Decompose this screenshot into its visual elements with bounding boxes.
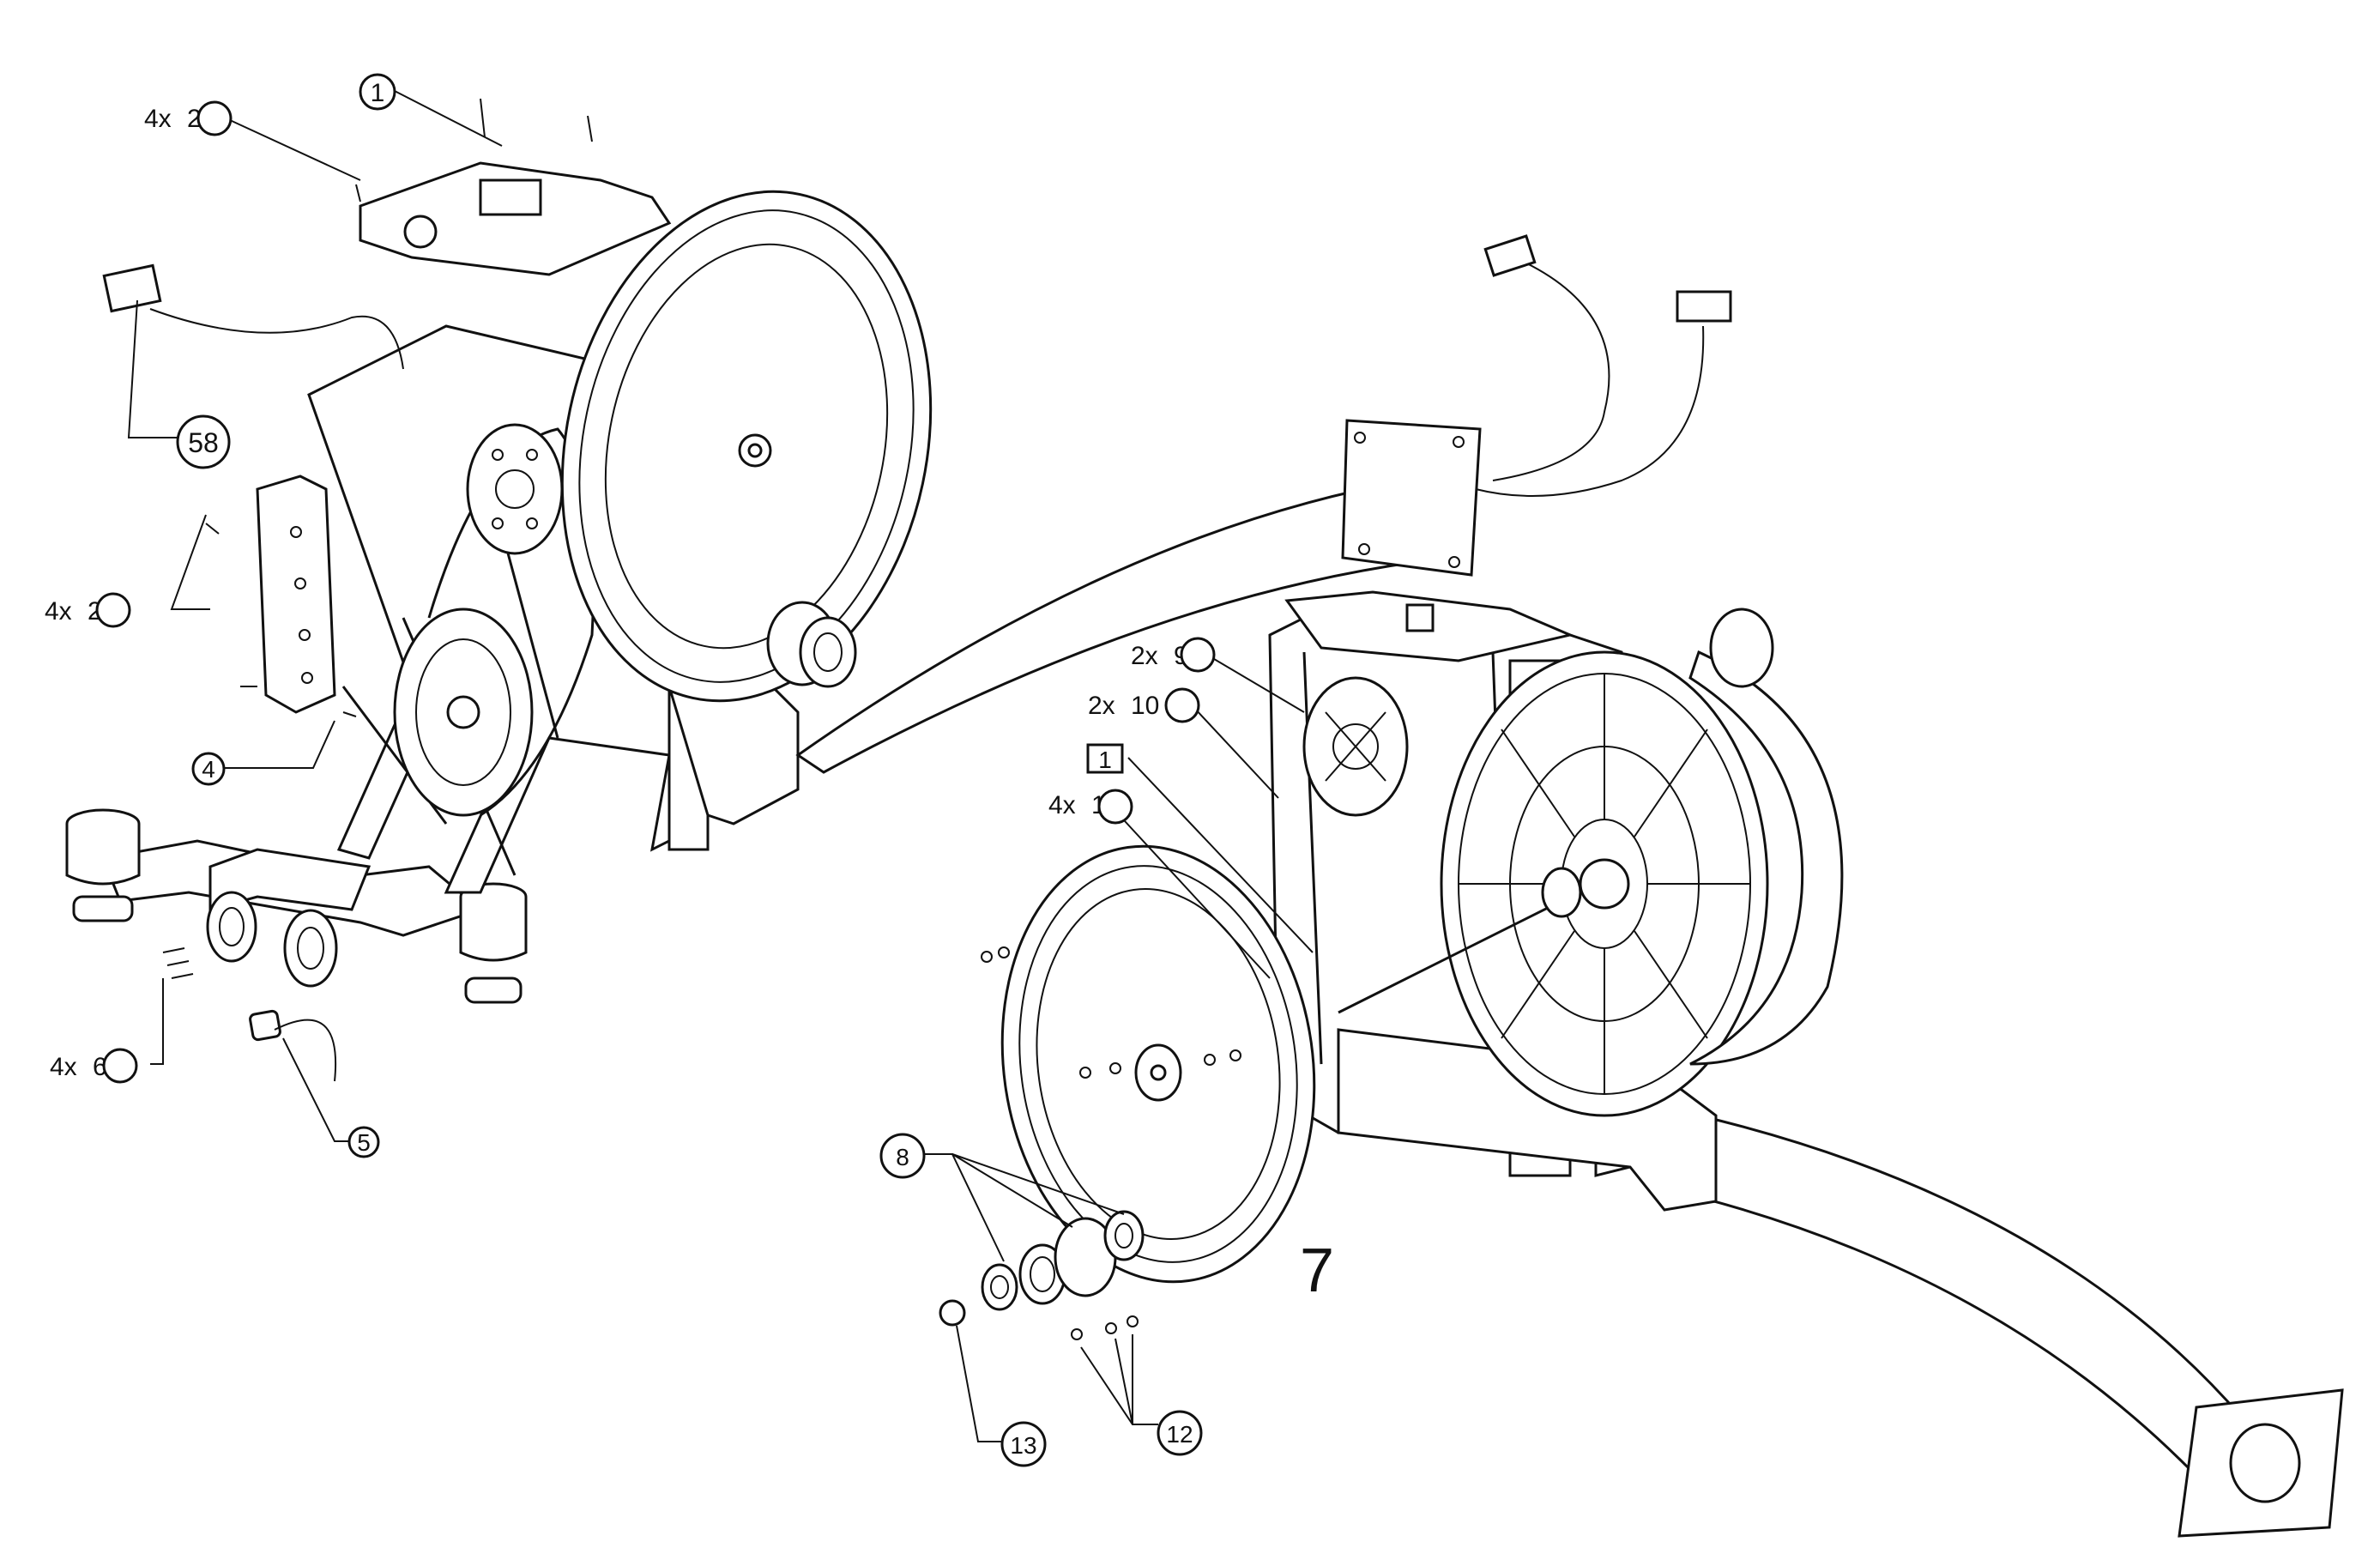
right-cable-b [1475, 325, 1705, 497]
left-cable-a [149, 308, 404, 370]
callout-12-label: 12 [1166, 1421, 1193, 1448]
right-hub-assembly [1302, 676, 1409, 817]
left-foot-rear [459, 882, 528, 1004]
retaining-ring-13 [939, 1299, 966, 1327]
callout-13: 13 [1000, 1421, 1047, 1467]
right-assembly [939, 590, 1844, 1340]
callout-9: 2x 9 [1131, 637, 1216, 673]
callout-10-label: 10 [1131, 692, 1159, 720]
callout-4-label: 4 [202, 756, 215, 783]
left-screws [162, 98, 593, 979]
lower-rail-tube [1680, 1114, 2250, 1469]
callouts: 1 4x 2 58 4x 2 4 4x 6 [45, 73, 1334, 1467]
callout-1-boxed: 1 [1086, 743, 1124, 774]
right-outer-cover [1688, 650, 1844, 1066]
left-foot-front [65, 808, 141, 922]
callout-6-qty: 4x [50, 1053, 77, 1081]
leader-lines [127, 89, 1314, 1442]
left-transport-wheel-a [206, 891, 257, 963]
callout-2-top-label: 2 [187, 105, 202, 133]
callout-8: 8 [879, 1133, 926, 1179]
callout-6-label: 6 [93, 1053, 107, 1081]
right-label-tag-b [1676, 290, 1732, 323]
callout-2-mid: 4x 2 [45, 592, 131, 628]
callout-9-qty: 2x [1131, 642, 1158, 670]
callout-10: 2x 10 [1088, 687, 1200, 723]
right-front-disc [1000, 844, 1316, 1284]
screws-12 [1071, 1315, 1139, 1340]
callout-11: 4x 11 [1048, 789, 1133, 825]
callout-6: 4x 6 [50, 1048, 138, 1084]
callout-1-top-label: 1 [371, 79, 385, 107]
callout-1-top: 1 [359, 73, 396, 111]
callout-5: 5 [347, 1126, 380, 1158]
callout-58-label: 58 [188, 427, 219, 458]
callout-8-label: 8 [896, 1144, 909, 1170]
callout-13-label: 13 [1010, 1432, 1036, 1459]
callout-1-boxed-label: 1 [1098, 747, 1112, 773]
callout-5-label: 5 [357, 1129, 371, 1156]
left-bearing [766, 601, 857, 688]
right-cable-a [1492, 257, 1610, 481]
left-top-bracket [359, 161, 672, 276]
left-flywheel [560, 190, 933, 703]
callout-4: 4 [191, 752, 226, 786]
bearing-stack [981, 1210, 1145, 1311]
rail-end-plate-top [1341, 419, 1482, 577]
left-hub-assembly [466, 423, 564, 555]
left-small-pulley [393, 608, 534, 817]
connecting-rail [795, 234, 2344, 1538]
handwritten-label-7: 7 [1300, 1236, 1334, 1305]
callout-2-top: 4x 2 [144, 100, 233, 136]
left-transport-wheel-b [283, 909, 338, 988]
right-label-tag-a [1483, 234, 1537, 277]
callout-11-qty: 4x [1048, 791, 1076, 819]
callout-12: 12 [1157, 1410, 1203, 1456]
left-side-bracket [256, 475, 336, 714]
callout-2-mid-qty: 4x [45, 597, 72, 626]
callout-2-top-qty: 4x [144, 105, 172, 133]
left-label-tag [102, 263, 162, 313]
callout-10-qty: 2x [1088, 692, 1115, 720]
right-axle [1338, 891, 1580, 1014]
left-clip [249, 1009, 281, 1042]
left-assembly [65, 98, 933, 1082]
right-spoked-flywheel [1440, 650, 1769, 1117]
callout-58: 58 [176, 414, 231, 469]
right-disc-washers [981, 946, 1241, 1079]
